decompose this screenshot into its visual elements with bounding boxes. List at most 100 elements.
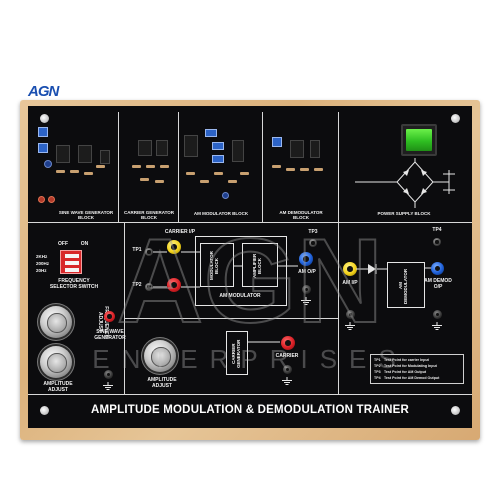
resistor xyxy=(56,170,65,173)
capacitor xyxy=(222,192,229,199)
demod-op-ground-jack[interactable] xyxy=(433,310,442,319)
divider-1 xyxy=(118,112,119,222)
power-supply-block-label: POWER SUPPLY BLOCK xyxy=(377,211,431,216)
sine-ground-jack[interactable] xyxy=(104,370,113,379)
freq-option-2khz: 2KHz xyxy=(36,254,48,259)
dip-off-on-labels: OFF ON xyxy=(58,241,88,248)
power-rocker-switch[interactable] xyxy=(401,124,437,156)
carrier-generator-box: CARRIER GENERATOR xyxy=(226,331,248,375)
ground-symbol xyxy=(432,322,442,331)
tp2-label: TP2 xyxy=(132,282,142,288)
frequency-selector-switch-label: FREQUENCY SELECTOR SWITCH xyxy=(49,278,99,290)
panel-screw xyxy=(40,406,49,415)
ground-symbol xyxy=(103,382,113,391)
resistor xyxy=(272,165,281,168)
dip-key-3[interactable] xyxy=(65,268,79,272)
carrier-output-jack[interactable] xyxy=(281,336,295,350)
am-modulator-outline xyxy=(195,236,287,306)
resistor xyxy=(286,168,295,171)
carrier-generator-text: CARRIER GENERATOR xyxy=(231,339,241,369)
divider-7 xyxy=(124,318,338,319)
trim-pot xyxy=(205,129,217,137)
ic-chip xyxy=(310,140,320,158)
tp1-test-point[interactable] xyxy=(145,248,153,256)
frequency-options: 2KHz 200Hz 20Hz xyxy=(36,253,58,275)
divider-5 xyxy=(124,222,125,394)
ground-symbol xyxy=(301,297,311,306)
ic-chip xyxy=(100,150,110,164)
panel-screw xyxy=(451,114,460,123)
frequency-adjust-knob[interactable] xyxy=(40,306,72,338)
resistor xyxy=(228,180,237,183)
amplitude-adjust-knob-left[interactable] xyxy=(40,346,72,378)
resistor xyxy=(70,170,79,173)
ic-chip xyxy=(78,145,92,163)
tp1-label: TP1 xyxy=(132,247,142,253)
tp3-label: TP3 xyxy=(308,229,318,235)
trainer-title: AMPLITUDE MODULATION & DEMODULATION TRAI… xyxy=(90,404,409,416)
am-input-jack[interactable] xyxy=(343,262,357,276)
modulator-block-box: MODULATOR BLOCK xyxy=(200,243,234,287)
am-ip-label: AM I/P xyxy=(342,280,358,286)
resistor xyxy=(132,165,141,168)
ic-chip xyxy=(138,140,152,156)
modulating-input-jack[interactable] xyxy=(167,278,181,292)
sine-wave-generator-label: SINE WAVE GENERATOR xyxy=(94,329,126,341)
divider-6 xyxy=(338,222,339,394)
tp4-label: TP4 xyxy=(432,227,442,233)
carrier-input-jack[interactable] xyxy=(167,240,181,254)
dip-key-1[interactable] xyxy=(65,254,79,258)
ground-symbol xyxy=(345,322,355,331)
am-op-label: AM O/P xyxy=(298,269,316,275)
trim-pot xyxy=(38,127,48,137)
tp4-test-point[interactable] xyxy=(433,238,441,246)
amplitude-adjust-label-carrier: AMPLITUDE ADJUST xyxy=(147,377,177,389)
panel-screw xyxy=(40,114,49,123)
resistor xyxy=(314,168,323,171)
am-demodulator-box: AM DEMODULATOR xyxy=(387,262,425,308)
freq-option-20hz: 20Hz xyxy=(36,268,47,274)
resistor xyxy=(300,168,309,171)
amplifier-block-box: AMPLIFIER BLOCK xyxy=(242,243,278,287)
carrier-wiring xyxy=(248,341,280,343)
divider-horizontal-bottom xyxy=(28,394,472,395)
am-output-jack[interactable] xyxy=(299,252,313,266)
am-op-ground-jack[interactable] xyxy=(302,285,311,294)
divider-horizontal-top xyxy=(28,222,472,223)
carrier-generator-block-label: CARRIER GENERATOR BLOCK xyxy=(123,210,175,221)
divider-3 xyxy=(262,112,263,222)
resistor xyxy=(146,165,155,168)
carrier-ground-jack[interactable] xyxy=(283,365,292,374)
ic-chip xyxy=(156,140,168,156)
resistor xyxy=(140,178,149,181)
resistor xyxy=(96,165,105,168)
demod-wiring xyxy=(356,264,388,274)
tp2-test-point[interactable] xyxy=(145,283,153,291)
resistor xyxy=(200,180,209,183)
am-ip-ground-jack[interactable] xyxy=(346,310,355,319)
resistor xyxy=(240,172,249,175)
capacitor xyxy=(38,196,45,203)
frequency-selector-dip-switch[interactable] xyxy=(60,250,82,274)
am-demodulator-text: AM DEMODULATOR xyxy=(398,268,408,304)
amplitude-adjust-knob-carrier[interactable] xyxy=(144,340,176,372)
power-rocker[interactable] xyxy=(406,129,432,151)
trim-pot xyxy=(38,143,48,153)
ic-chip xyxy=(184,135,198,157)
dip-off-label: OFF xyxy=(58,241,68,247)
logo-text: AGN xyxy=(28,83,59,100)
am-demod-output-jack[interactable] xyxy=(431,262,444,275)
sine-wave-output-jack[interactable] xyxy=(104,311,115,322)
modulator-wiring xyxy=(153,251,298,288)
am-modulator-block-label: AM MODULATOR BLOCK xyxy=(193,211,249,216)
amplitude-adjust-label-left: AMPLITUDE ADJUST xyxy=(43,381,73,393)
dip-key-2[interactable] xyxy=(65,261,79,265)
resistor xyxy=(160,165,169,168)
carrier-ip-label: CARRIER I/P xyxy=(164,229,196,235)
tp3-test-point[interactable] xyxy=(309,239,317,247)
capacitor xyxy=(48,196,55,203)
